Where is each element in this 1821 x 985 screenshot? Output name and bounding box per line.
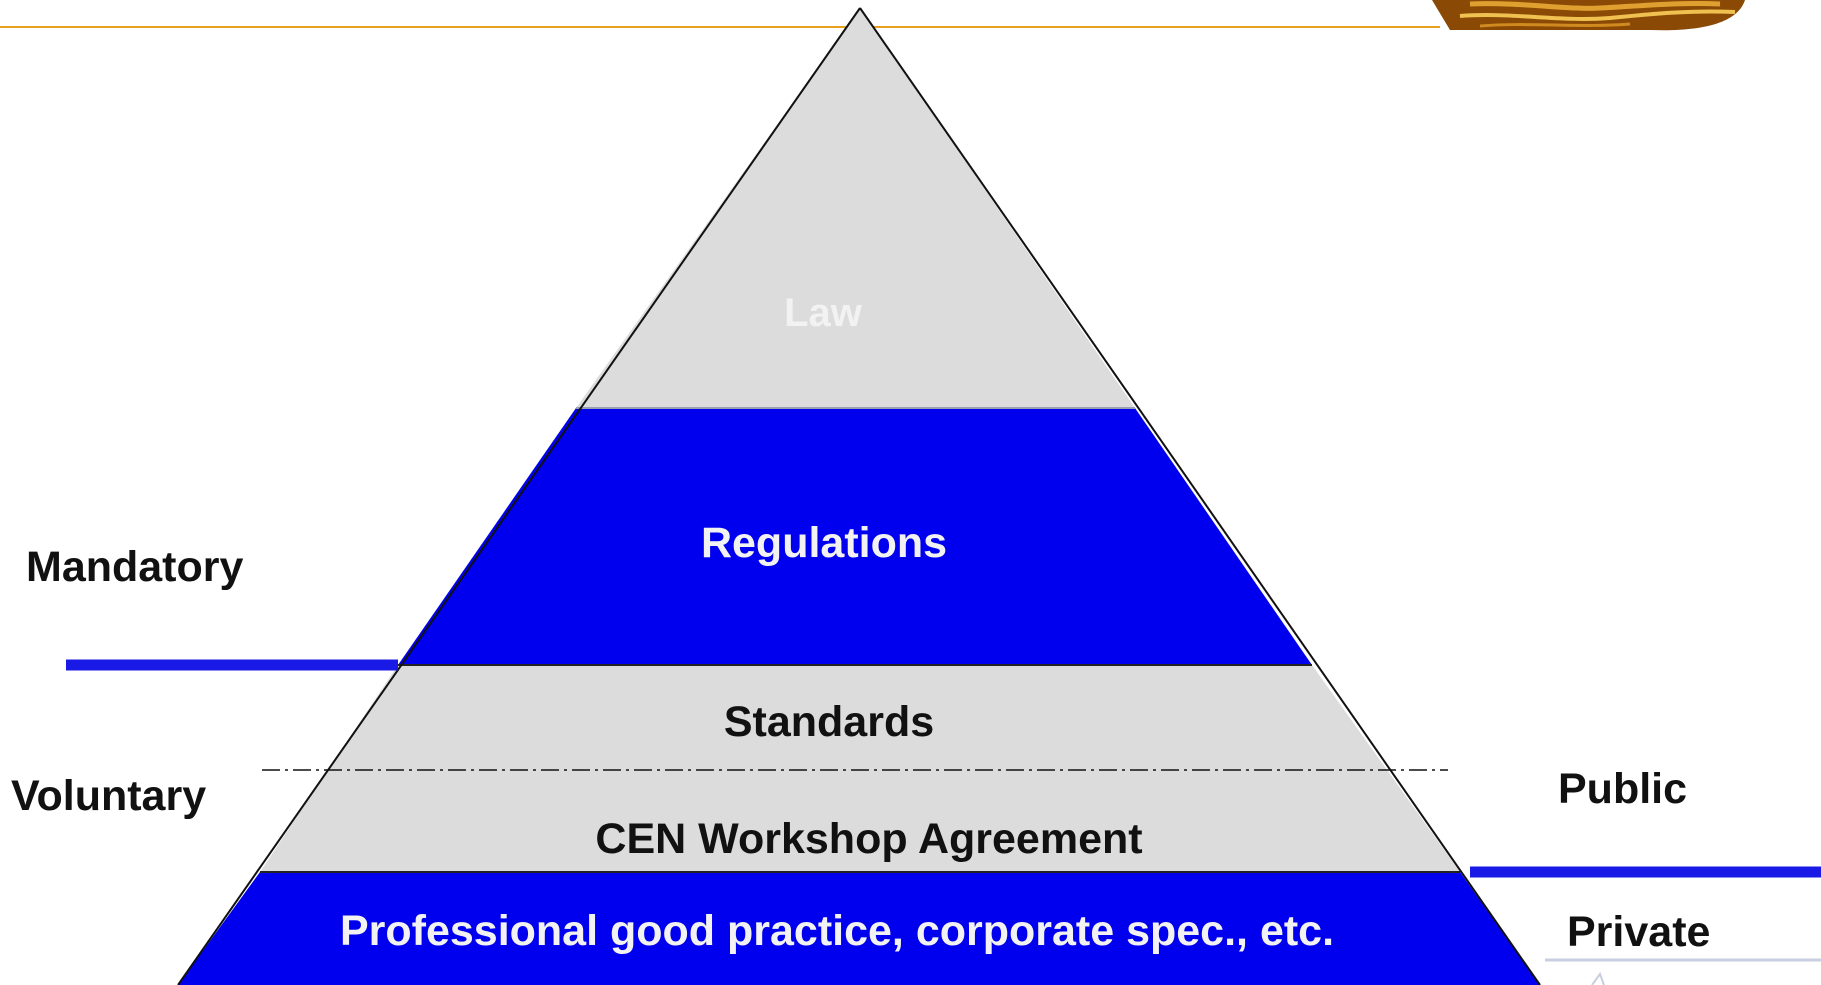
private-label: Private [1567, 908, 1711, 956]
level-label-regulations: Regulations [700, 519, 948, 567]
public-label: Public [1558, 765, 1688, 813]
voluntary-label: Voluntary [11, 772, 207, 820]
pyramid-level-standards-cwa [260, 665, 1460, 872]
pyramid-level-regulations [398, 408, 1312, 665]
pyramid-level-law [576, 8, 1135, 408]
mandatory-label: Mandatory [26, 543, 244, 591]
decorative-logo-icon [1432, 0, 1745, 31]
level-label-law: Law [784, 291, 862, 335]
level-label-standards: Standards [723, 698, 935, 746]
level-label-cen-workshop-agreement: CEN Workshop Agreement [595, 815, 1143, 863]
level-label-professional-practice: Professional good practice, corporate sp… [339, 907, 1335, 955]
pyramid-level-professional [178, 872, 1540, 985]
